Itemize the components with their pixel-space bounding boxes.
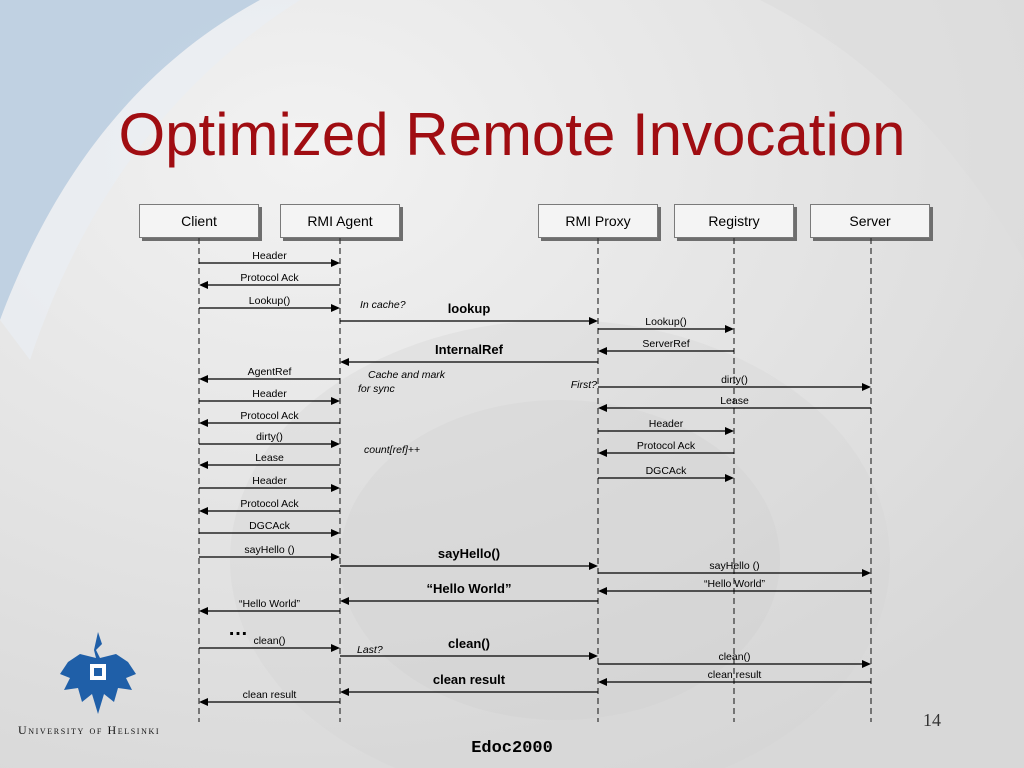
ellipsis-marker: … (228, 618, 248, 640)
message-arrow: clean() (340, 636, 598, 660)
message-arrow: clean result (199, 689, 340, 706)
message-arrow: DGCAck (199, 520, 340, 537)
message-label: Protocol Ack (240, 410, 299, 422)
actor-registry: Registry (674, 204, 794, 238)
message-arrow: clean result (598, 669, 871, 686)
message-label: InternalRef (435, 342, 504, 357)
note-label: Cache and mark (368, 369, 446, 381)
message-arrow: Lease (598, 395, 871, 412)
message-label: AgentRef (248, 366, 292, 378)
message-arrow: sayHello () (598, 560, 871, 577)
message-label: Header (252, 250, 287, 262)
message-label: sayHello () (709, 560, 759, 572)
message-arrow: Header (598, 418, 734, 435)
message-label: Header (252, 388, 287, 400)
message-arrow: ServerRef (598, 338, 734, 355)
message-label: “Hello World” (427, 581, 512, 596)
message-label: dirty() (721, 374, 748, 386)
note-label: Last? (357, 644, 383, 656)
message-label: Header (649, 418, 684, 430)
message-label: clean result (708, 669, 762, 681)
helsinki-university-logo-icon (60, 632, 136, 714)
message-arrow: clean result (340, 672, 598, 696)
message-label: ServerRef (642, 338, 689, 350)
message-label: dirty() (256, 431, 283, 443)
message-arrow: AgentRef (199, 366, 340, 383)
message-label: clean() (718, 651, 750, 663)
note-label: for sync (358, 383, 396, 395)
message-label: clean() (448, 636, 490, 651)
message-arrow: Protocol Ack (199, 272, 340, 289)
note-label: First? (571, 379, 597, 391)
message-arrow: Lookup() (199, 295, 340, 312)
note-label: In cache? (360, 299, 406, 311)
actor-server: Server (810, 204, 930, 238)
conference-name: Edoc2000 (471, 739, 553, 758)
message-arrow: dirty() (199, 431, 340, 448)
message-arrow: dirty() (598, 374, 871, 391)
message-arrow: clean() (199, 635, 340, 652)
message-label: Lease (255, 452, 284, 464)
university-name: University of Helsinki (18, 723, 161, 737)
message-arrow: Lease (199, 452, 340, 469)
message-arrow: clean() (598, 651, 871, 668)
message-label: lookup (448, 301, 491, 316)
message-label: Protocol Ack (240, 272, 299, 284)
message-label: Protocol Ack (240, 498, 299, 510)
message-arrow: Lookup() (598, 316, 734, 333)
message-arrow: Header (199, 475, 340, 492)
message-arrow: “Hello World” (199, 598, 340, 615)
message-label: sayHello() (438, 546, 500, 561)
message-label: “Hello World” (239, 598, 301, 610)
message-arrow: Header (199, 250, 340, 267)
actor-agent: RMI Agent (280, 204, 400, 238)
message-label: Lookup() (645, 316, 686, 328)
message-arrow: Protocol Ack (199, 410, 340, 427)
message-arrow: lookup (340, 301, 598, 325)
message-label: clean result (433, 672, 506, 687)
message-arrow: Protocol Ack (598, 440, 734, 457)
message-label: sayHello () (244, 544, 294, 556)
message-arrow: “Hello World” (340, 581, 598, 605)
actor-client: Client (139, 204, 259, 238)
message-label: “Hello World” (704, 578, 766, 590)
message-arrow: sayHello() (340, 546, 598, 570)
note-label: count[ref]++ (364, 444, 420, 456)
message-arrow: InternalRef (340, 342, 598, 366)
message-label: Header (252, 475, 287, 487)
message-arrow: DGCAck (598, 465, 734, 482)
page-number: 14 (923, 710, 941, 730)
actor-proxy: RMI Proxy (538, 204, 658, 238)
message-arrow: Header (199, 388, 340, 405)
message-arrow: sayHello () (199, 544, 340, 561)
slide-title: Optimized Remote Invocation (118, 101, 906, 168)
message-label: clean result (243, 689, 297, 701)
message-label: DGCAck (249, 520, 291, 532)
message-arrow: Protocol Ack (199, 498, 340, 515)
message-label: Lookup() (249, 295, 290, 307)
message-label: DGCAck (646, 465, 688, 477)
message-label: clean() (253, 635, 285, 647)
message-label: Protocol Ack (637, 440, 696, 452)
message-arrow: “Hello World” (598, 578, 871, 595)
message-label: Lease (720, 395, 749, 407)
